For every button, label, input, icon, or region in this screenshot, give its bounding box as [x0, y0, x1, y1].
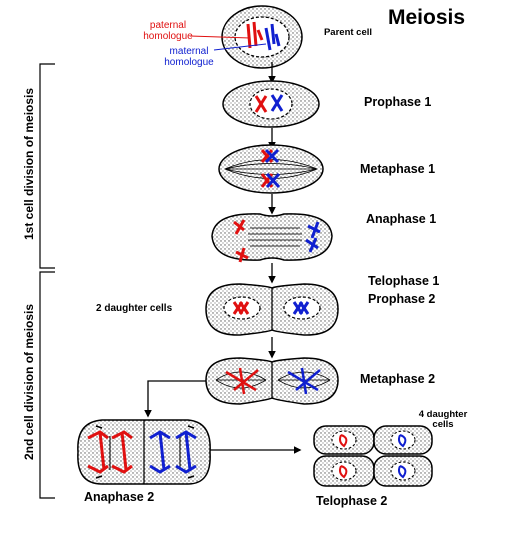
division-brackets — [39, 63, 55, 499]
diagram-title: Meiosis — [388, 6, 466, 29]
telophase2-cells — [313, 425, 433, 487]
paternal-homologue-label: paternal homologue — [143, 20, 193, 42]
parent-cell-label: Parent cell — [323, 27, 373, 38]
metaphase2-cells — [205, 357, 339, 405]
metaphase1-label: Metaphase 1 — [360, 162, 436, 176]
prophase1-label: Prophase 1 — [364, 95, 432, 109]
metaphase2-label: Metaphase 2 — [360, 372, 436, 386]
telophase1-cells — [205, 283, 339, 336]
four-daughter-cells-label: 4 daughter cells — [418, 409, 468, 430]
anaphase2-label: Anaphase 2 — [84, 490, 155, 504]
first-division-label: 1st cell division of meiosis — [22, 87, 36, 240]
prophase2-label: Prophase 2 — [368, 292, 436, 306]
second-division-label: 2nd cell division of meiosis — [22, 303, 36, 460]
stage-arrows — [144, 62, 302, 454]
prophase1-cell — [222, 80, 320, 128]
two-daughter-cells-label: 2 daughter cells — [96, 303, 173, 314]
anaphase1-label: Anaphase 1 — [366, 212, 437, 226]
metaphase1-cell — [218, 144, 324, 194]
parent-cell — [189, 5, 303, 69]
maternal-homologue-label: maternal homologue — [164, 46, 214, 68]
anaphase1-cell — [211, 213, 333, 263]
telophase1-label: Telophase 1 — [368, 274, 440, 288]
telophase2-label: Telophase 2 — [316, 494, 388, 508]
anaphase2-cells — [77, 419, 211, 485]
